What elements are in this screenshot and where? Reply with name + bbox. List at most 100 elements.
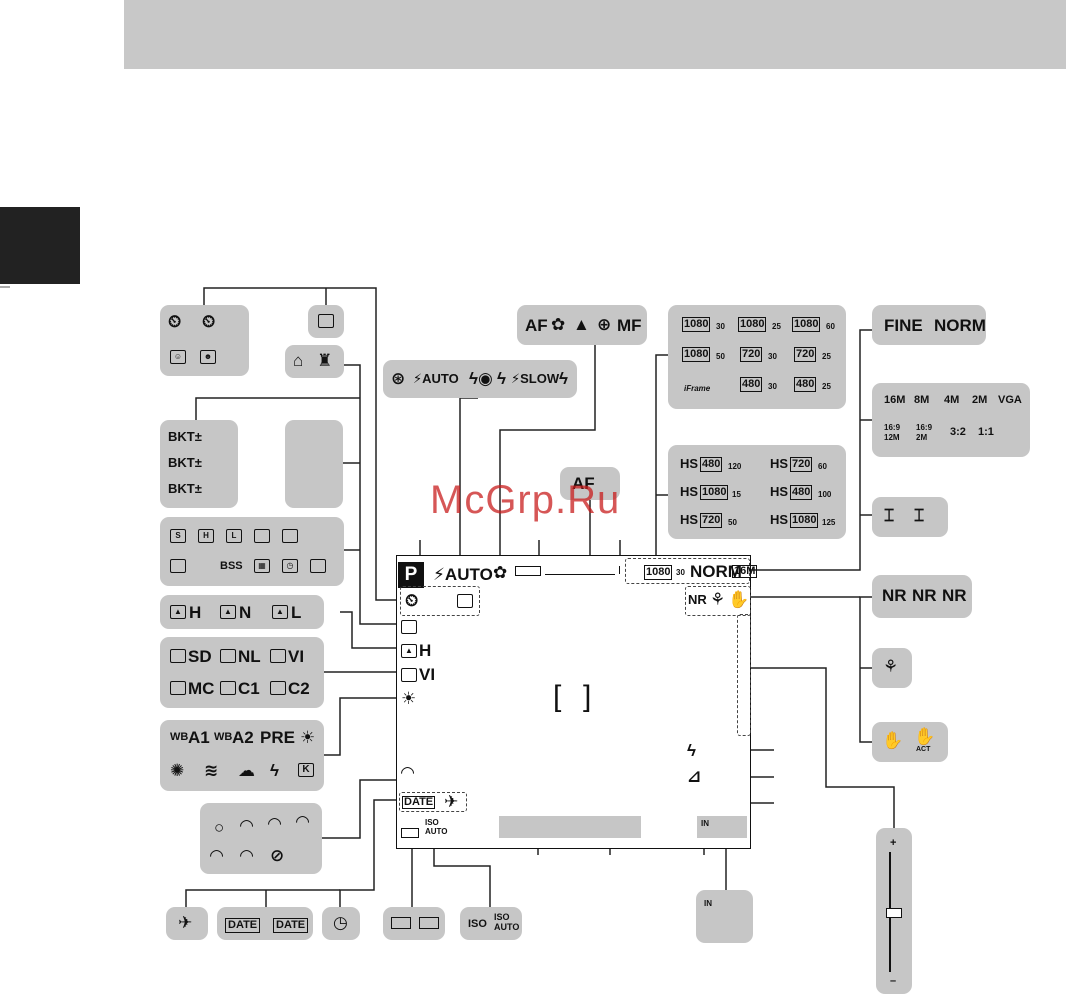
movie-opt-3: 1080 (792, 317, 821, 332)
screen-vr-icon: ✋ (728, 590, 750, 609)
iso-label: ISO (468, 918, 487, 930)
monitor-frame: P ⚡AUTO ✿ 1080 30 NORM 16M ⏲ NR ⚘ ✋ ▲ H … (396, 555, 758, 849)
screen-dlighting-icon: ▲ (401, 644, 417, 658)
cont-s-icon: S (170, 529, 186, 543)
movie-opt-1: 1080 (682, 317, 711, 332)
af-bracket-right-icon: ] (583, 680, 592, 713)
af-indicator-box: AF (560, 467, 620, 500)
nr-3-label: NR (942, 586, 967, 605)
battery-full-icon (391, 917, 411, 929)
selftimer-box: ⏲ ⏲ ☺ ☻ (160, 305, 249, 376)
battery-box (383, 907, 445, 940)
wb-incandescent-icon: ✺ (170, 761, 185, 780)
hs-5-prefix: HS (680, 512, 699, 527)
white-balance-box: WB A1 WB A2 PRE ☀ ✺ ≋ ☁ ϟ K (160, 720, 324, 791)
memory-in-icon: IN (704, 899, 712, 908)
vr-act-icon: ✋ (914, 727, 936, 746)
af-indicator-label: AF (572, 474, 595, 493)
movie-opt-4-fps: 50 (716, 352, 725, 361)
scene-movie-icon: ♜ (317, 351, 333, 370)
cont-60-icon (170, 559, 186, 573)
screen-exposure-icon: ⊿ (687, 767, 702, 786)
hs-6: 1080 (790, 513, 819, 528)
focus-modes-box: AF ✿ ▲ ⊕ MF (517, 305, 647, 345)
exposure-indicator (886, 908, 902, 918)
top-right-group: 1080 30 NORM 16M (625, 558, 758, 584)
motion-detect-icon: ⚘ (883, 657, 899, 676)
interval-icon: ◷ (282, 559, 298, 573)
wifi-box: ○ ◠ ◠ ◠ ◠ ◠ ⊘ (200, 803, 322, 874)
screen-flash-label: ⚡AUTO (433, 565, 493, 584)
movie-opt-6-fps: 25 (822, 352, 831, 361)
exposure-minus-icon: – (890, 975, 897, 987)
screen-memory-label: IN (701, 819, 709, 828)
nr-2-label: NR (912, 586, 937, 605)
mf-label: MF (617, 316, 642, 335)
hs-6-fps: 125 (822, 518, 836, 527)
left-group: ⏲ (400, 586, 480, 616)
wb-pre-label: PRE (260, 728, 295, 747)
size-169-2m: 16:9 2M (916, 423, 933, 442)
zoom-w-box (515, 566, 541, 576)
movie-opt-1-fps: 30 (716, 322, 725, 331)
zoom-t-mark (611, 566, 620, 574)
pc-c1-icon (220, 681, 236, 695)
hs-1-fps: 120 (728, 462, 742, 471)
flash-rear-icon: ϟ (559, 369, 568, 388)
screen-motion-icon: ⚘ (710, 590, 726, 609)
bss-label: BSS (220, 560, 243, 572)
wb-flash-icon: ϟ (270, 761, 279, 780)
chapter-tab (0, 207, 80, 284)
cont-120-icon (282, 529, 298, 543)
wifi-0-icon: ○ (214, 818, 225, 837)
hs-3-prefix: HS (680, 484, 699, 499)
iso-box: ISO ISO AUTO (460, 907, 522, 940)
pc-sd-label: SD (188, 647, 212, 666)
dl-n-icon: ▲ (220, 605, 236, 619)
scene-pet-icon: ⌂ (293, 351, 304, 370)
hs-1-prefix: HS (680, 456, 699, 471)
pc-c2-label: C2 (288, 679, 310, 698)
size-169-12m: 16:9 12M (884, 423, 901, 442)
screen-movie-fps: 30 (676, 568, 685, 577)
hs-5: 720 (700, 513, 723, 528)
image-size-box: 16M 8M 4M 2M VGA 16:9 12M 16:9 2M 3:2 1:… (872, 383, 1030, 457)
battery-low-icon (419, 917, 439, 929)
bkt-3-label: BKT± (168, 481, 202, 496)
blank-box (285, 420, 343, 508)
wb-cloudy-icon: ☁ (238, 761, 255, 780)
hs-movie-box: HS 480 120 HS 720 60 HS 1080 15 HS 480 1… (668, 445, 846, 539)
hs-1: 480 (700, 457, 723, 472)
pc-vi-label: VI (288, 647, 305, 666)
wifi-3-icon: ◠ (296, 812, 310, 831)
hs-3: 1080 (700, 485, 729, 500)
wb-daylight-icon: ☀ (300, 728, 316, 747)
watermark-text: McGrp.Ru (430, 478, 621, 522)
wb-a1-label: A1 (188, 728, 210, 747)
vr-box: ✋ ✋ ACT (872, 722, 948, 762)
movie-opt-8: 480 (740, 377, 763, 392)
hs-3-fps: 15 (732, 490, 741, 499)
screen-timer-icon: ⏲ (405, 591, 419, 610)
hs-6-prefix: HS (770, 512, 789, 527)
movie-opt-5-fps: 30 (768, 352, 777, 361)
pc-mc-label: MC (188, 679, 215, 698)
memory-indicator-box: IN (697, 816, 747, 838)
hs-2-prefix: HS (770, 456, 789, 471)
screen-airplane-icon: ✈ (444, 792, 459, 811)
exposure-scale-box: + – (876, 828, 912, 994)
dl-h-label: H (189, 603, 202, 622)
bracketing-box: BKT± BKT± BKT± (160, 420, 238, 508)
size-16m: 16M (884, 394, 906, 406)
nr-1-label: NR (882, 586, 907, 605)
hs-4: 480 (790, 485, 813, 500)
screen-movie-res: 1080 (644, 565, 673, 580)
airplane-box: ✈ (166, 907, 208, 940)
exposure-plus-icon: + (890, 837, 897, 849)
pc-sd-icon (170, 649, 186, 663)
macro-icon: ✿ (551, 315, 566, 334)
iso-auto-label: ISO AUTO (494, 912, 520, 932)
screen-flash-warn-icon: ϟ (687, 741, 696, 760)
image-quality-box: FINE NORM (872, 305, 986, 345)
bkt-1-label: BKT± (168, 429, 202, 444)
